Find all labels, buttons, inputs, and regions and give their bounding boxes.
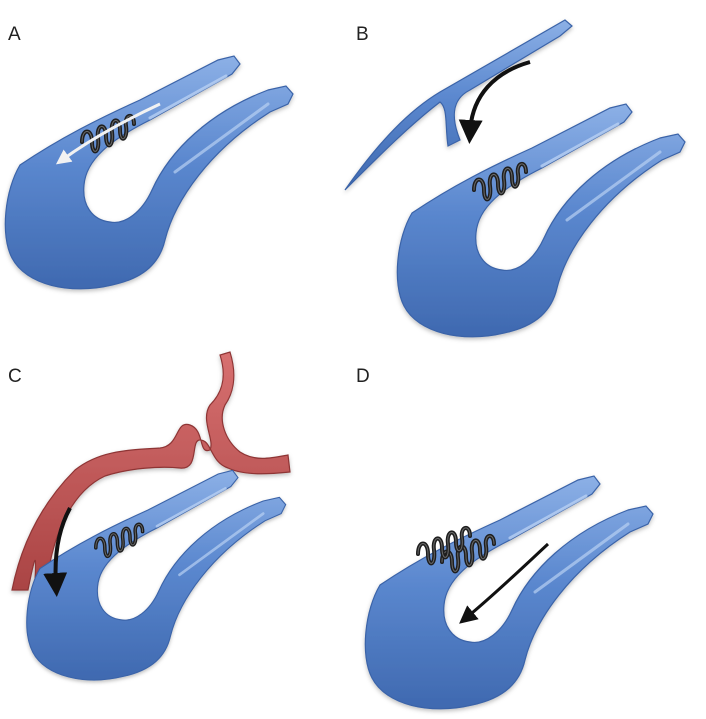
panel-a (5, 56, 293, 289)
branch-vessel-b (344, 19, 573, 191)
panel-label-c: C (8, 366, 22, 387)
flow-arrow-icon (459, 542, 550, 624)
artery-c (11, 351, 291, 601)
flow-arrow-icon (43, 507, 72, 597)
panel-b (344, 19, 685, 337)
vessel-a (5, 56, 293, 289)
panel-label-b: B (356, 24, 369, 45)
panel-label-d: D (356, 366, 370, 387)
flow-arrow-icon (458, 60, 531, 144)
vessel-d (365, 476, 653, 709)
vessel-b (397, 104, 685, 337)
flow-arrow-icon (55, 102, 161, 165)
panel-d (365, 476, 653, 709)
panel-c (11, 351, 291, 680)
panel-label-a: A (8, 24, 21, 45)
